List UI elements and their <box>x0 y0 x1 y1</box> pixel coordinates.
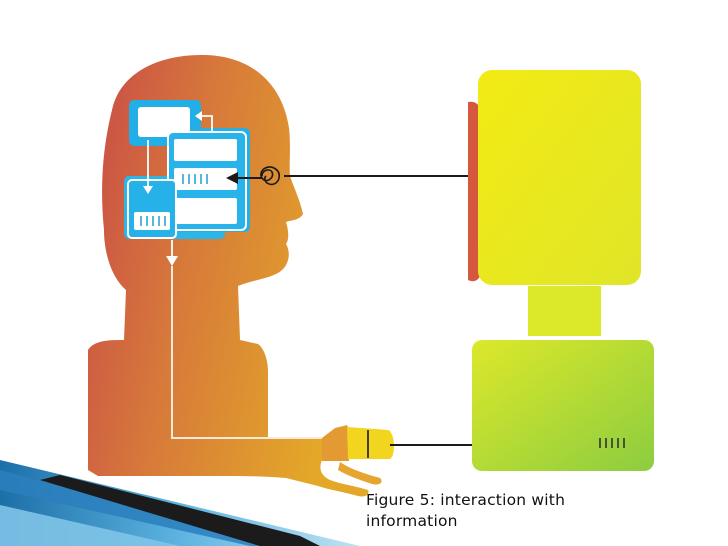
person-fingers <box>338 462 382 485</box>
eye-spiral-icon <box>260 166 281 186</box>
computer-monitor <box>468 70 641 336</box>
monitor-neck <box>528 286 601 336</box>
person-hand <box>322 426 349 461</box>
caption-line-2: information <box>366 512 458 530</box>
memory-slot-working <box>174 168 237 190</box>
mouse-device <box>347 427 394 459</box>
figure-caption: Figure 5: interaction with information <box>366 490 626 532</box>
perception-line <box>226 166 468 186</box>
person-silhouette <box>88 54 382 497</box>
caption-line-1: Figure 5: interaction with <box>366 491 566 509</box>
computer-base-unit <box>472 340 654 471</box>
motor-pathway <box>171 266 322 439</box>
slide-decoration <box>0 460 360 546</box>
memory-boxes <box>124 100 250 266</box>
person-head-silhouette <box>88 54 369 497</box>
